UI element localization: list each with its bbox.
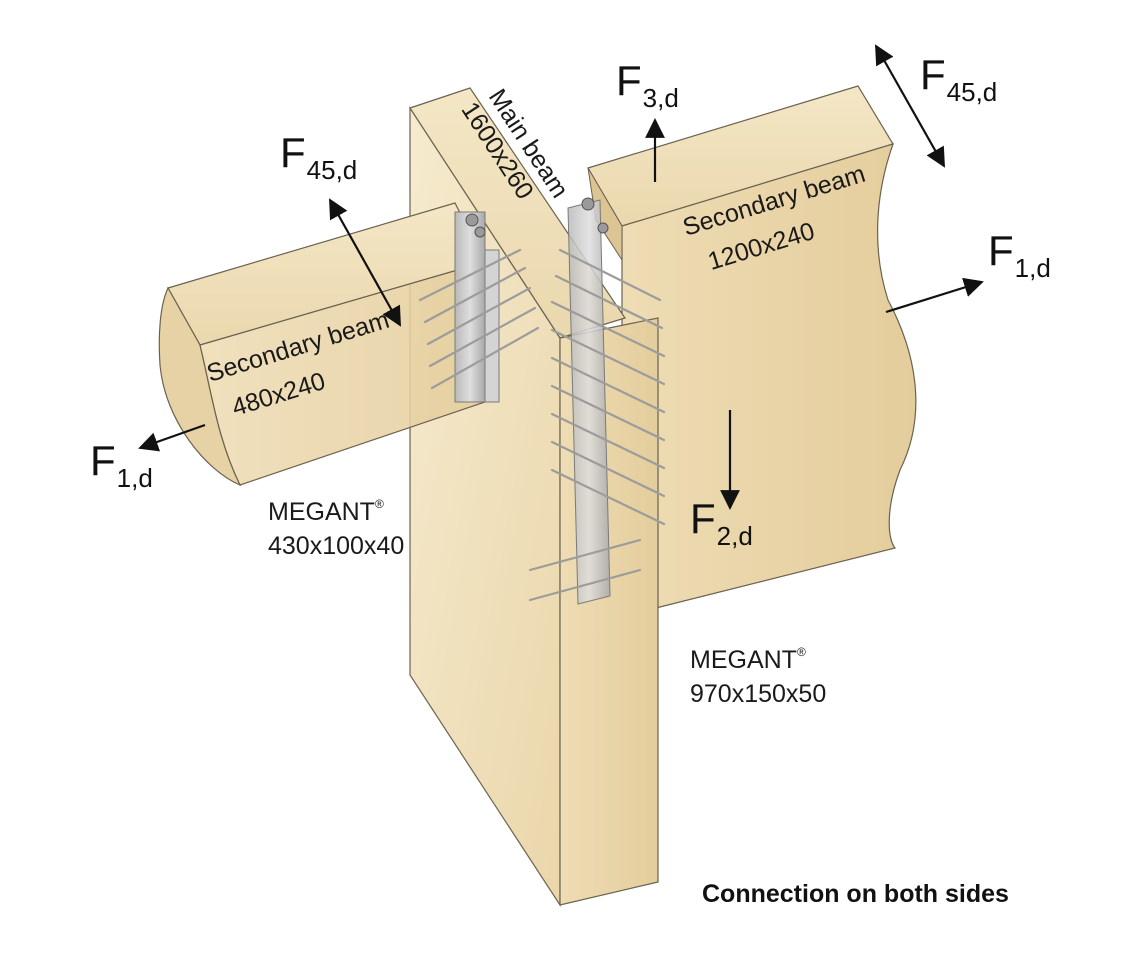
secondary-beam-right-front <box>621 143 917 613</box>
f45-left-base: F <box>280 129 306 176</box>
label-f3: F3,d <box>616 57 679 113</box>
megant-left-size: 430x100x40 <box>268 531 405 560</box>
secondary-beam-left-front <box>199 261 486 486</box>
f45-right-base: F <box>920 51 946 98</box>
f45-left-sub: 45,d <box>306 155 358 185</box>
megant-right-size: 970x150x50 <box>690 679 827 708</box>
megant-left-label: MEGANT® 430x100x40 <box>268 496 404 564</box>
label-f2: F2,d <box>690 495 753 551</box>
f3-sub: 3,d <box>642 83 679 113</box>
arrow-f45-right <box>875 44 945 168</box>
f2-base: F <box>690 495 716 542</box>
f1-left-base: F <box>90 437 116 484</box>
bolt-left-top <box>465 213 479 227</box>
megant-left-mark: ® <box>374 497 384 511</box>
f3-base: F <box>616 57 642 104</box>
force-arrows <box>138 44 984 510</box>
megant-right-mark: ® <box>796 645 806 659</box>
arrow-f1-right <box>885 277 984 314</box>
arrow-f1-left <box>138 423 206 452</box>
bolt-left-bottom <box>474 226 486 238</box>
screws <box>418 248 666 602</box>
f45-right-sub: 45,d <box>946 77 998 107</box>
bolt-right-mid <box>597 222 609 234</box>
f1-left-sub: 1,d <box>116 463 153 493</box>
label-f1-right: F1,d <box>988 227 1051 283</box>
megant-left-flange <box>484 249 500 403</box>
caption: Connection on both sides <box>702 880 1009 908</box>
f1-right-base: F <box>988 227 1014 274</box>
bolt-right-top <box>581 197 595 211</box>
arrow-f45-left <box>329 198 401 327</box>
f1-right-sub: 1,d <box>1014 253 1051 283</box>
label-f45-right: F45,d <box>920 51 998 107</box>
megant-right-label: MEGANT® 970x150x50 <box>690 644 826 712</box>
label-f1-left: F1,d <box>90 437 153 493</box>
megant-right-name: MEGANT <box>690 646 797 674</box>
megant-left-name: MEGANT <box>268 498 375 526</box>
f2-sub: 2,d <box>716 521 753 551</box>
label-f45-left: F45,d <box>280 129 358 185</box>
